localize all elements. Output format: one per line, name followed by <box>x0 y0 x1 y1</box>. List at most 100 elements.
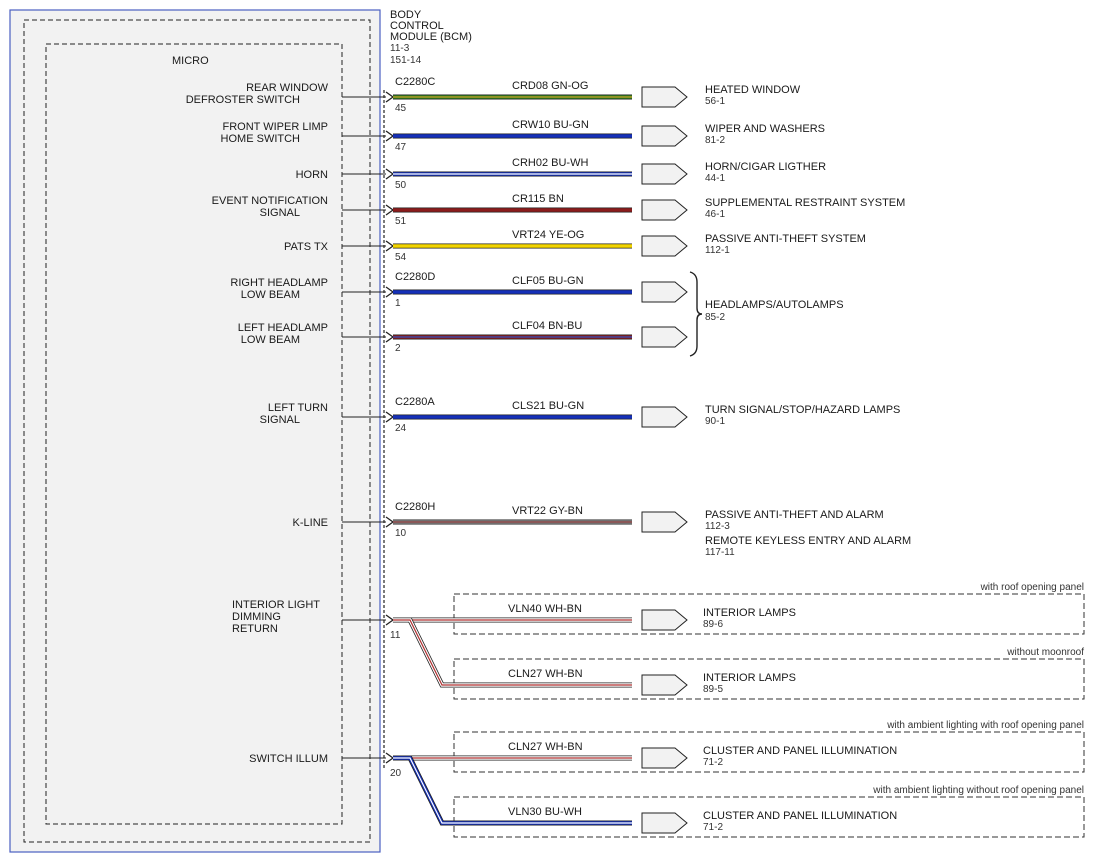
destination-label: CLUSTER AND PANEL ILLUMINATION <box>703 810 897 822</box>
destination-connector <box>641 199 688 221</box>
signal-label: RETURN <box>232 623 278 635</box>
signal-label: EVENT NOTIFICATION <box>212 195 328 207</box>
destination-label: CLUSTER AND PANEL ILLUMINATION <box>703 745 897 757</box>
branch: with ambient lighting without roof openi… <box>393 755 1085 838</box>
option-dashed-box <box>453 731 1085 773</box>
connector-id: C2280C <box>395 76 435 88</box>
signal-label: INTERIOR LIGHT <box>232 599 320 611</box>
connector-id: C2280H <box>395 501 435 513</box>
destination-label: PASSIVE ANTI-THEFT SYSTEM <box>705 233 866 245</box>
option-dashed-box <box>453 593 1085 635</box>
circuit-code: CLN27 WH-BN <box>508 668 583 680</box>
pin-number: 11 <box>390 630 401 641</box>
signal-label: REAR WINDOW <box>246 82 329 94</box>
destination-label: 112-3 <box>705 521 730 532</box>
destination-connector <box>641 125 688 147</box>
destination-label: 112-1 <box>705 245 730 256</box>
destination-label: WIPER AND WASHERS <box>705 123 825 135</box>
option-condition: with ambient lighting with roof opening … <box>886 720 1084 731</box>
destination-label: REMOTE KEYLESS ENTRY AND ALARM <box>705 535 911 547</box>
destination-connector <box>641 511 688 533</box>
destination-label: 89-6 <box>703 619 723 630</box>
signal-label: LOW BEAM <box>241 334 300 346</box>
signal-label: PATS TX <box>284 241 329 253</box>
circuit-code: CRW10 BU-GN <box>512 119 589 131</box>
destination-label: INTERIOR LAMPS <box>703 672 796 684</box>
micro-dashed-box <box>45 43 343 825</box>
destination-label: SUPPLEMENTAL RESTRAINT SYSTEM <box>705 197 905 209</box>
wire-stripe <box>393 619 632 686</box>
destination-connector <box>641 406 688 428</box>
destination-connector <box>641 326 688 348</box>
bcm-outer-dashed <box>23 19 371 843</box>
destination-label: 85-2 <box>705 312 725 323</box>
pin-arrow <box>385 204 395 216</box>
circuit-code: VLN40 WH-BN <box>508 603 582 615</box>
option-dashed-box <box>453 658 1085 700</box>
destination-label: 71-2 <box>703 822 723 833</box>
circuit-code: CRH02 BU-WH <box>512 157 588 169</box>
destination-connector <box>641 235 688 257</box>
destination-connector <box>641 812 688 834</box>
module-title-line: MODULE (BCM) <box>390 31 472 43</box>
pin-arrow <box>385 331 395 343</box>
signal-label: SIGNAL <box>260 207 300 219</box>
signal-label: HOME SWITCH <box>221 133 300 145</box>
pin-arrow <box>385 130 395 142</box>
module-title-line: BODY <box>390 9 422 21</box>
destination-connector <box>641 163 688 185</box>
destination-label: 46-1 <box>705 209 725 220</box>
signal-label: SWITCH ILLUM <box>249 753 328 765</box>
brace <box>689 271 703 357</box>
bcm-module-box <box>9 9 381 853</box>
pin-number: 10 <box>395 528 407 539</box>
circuit-code: CRD08 GN-OG <box>512 80 588 92</box>
destination-label: 44-1 <box>705 173 725 184</box>
pin-number: 20 <box>390 768 402 779</box>
signal-label: LOW BEAM <box>241 289 300 301</box>
module-title-line: CONTROL <box>390 20 444 32</box>
destination-label: PASSIVE ANTI-THEFT AND ALARM <box>705 509 884 521</box>
module-title-line: 151-14 <box>390 55 422 66</box>
pin-arrow <box>385 411 395 423</box>
circuit-code: VLN30 BU-WH <box>508 806 582 818</box>
option-condition: without moonroof <box>1006 647 1084 658</box>
destination-label: 56-1 <box>705 96 725 107</box>
destination-label: HORN/CIGAR LIGTHER <box>705 161 826 173</box>
pin-arrow <box>385 516 395 528</box>
signal-label: SIGNAL <box>260 414 300 426</box>
pin-number: 45 <box>395 103 407 114</box>
signal-label: HORN <box>296 169 328 181</box>
pin-number: 54 <box>395 252 407 263</box>
circuit-code: CR115 BN <box>512 193 564 205</box>
destination-connector <box>641 674 688 696</box>
pin-arrow <box>385 614 395 626</box>
destination-label: HEADLAMPS/AUTOLAMPS <box>705 299 844 311</box>
signal-label: FRONT WIPER LIMP <box>222 121 328 133</box>
signal-label: LEFT HEADLAMP <box>238 322 328 334</box>
destination-label: 90-1 <box>705 416 725 427</box>
destination-label: 89-5 <box>703 684 723 695</box>
circuit-code: CLF04 BN-BU <box>512 320 582 332</box>
wire-stripe <box>393 757 632 824</box>
destination-connector <box>641 609 688 631</box>
destination-connector <box>641 281 688 303</box>
circuit-code: CLN27 WH-BN <box>508 741 583 753</box>
pin-number: 51 <box>395 216 407 227</box>
pin-arrow <box>385 286 395 298</box>
signal-label: DEFROSTER SWITCH <box>186 94 300 106</box>
